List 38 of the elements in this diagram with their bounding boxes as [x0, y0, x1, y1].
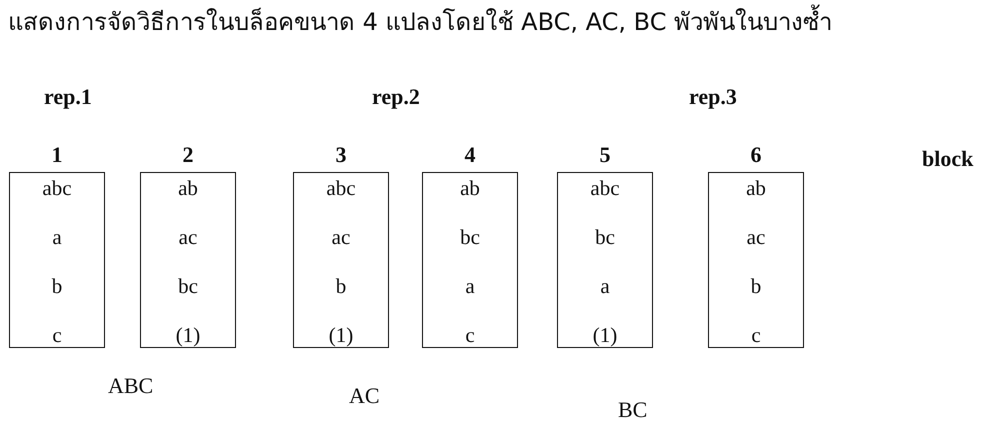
- treatment-label: bc: [459, 225, 481, 250]
- block-number: 2: [182, 142, 194, 168]
- treatment-label: (1): [174, 323, 202, 348]
- interaction-label: AC: [349, 383, 380, 409]
- treatment-label: a: [464, 274, 476, 299]
- treatment-label: ac: [746, 225, 766, 250]
- interaction-label: BC: [618, 397, 648, 423]
- treatment-label: ab: [459, 176, 481, 201]
- treatment-label: b: [334, 274, 348, 299]
- interaction-label: ABC: [108, 373, 154, 399]
- treatment-label: b: [750, 274, 762, 299]
- title: แสดงการจัดวิธีการในบล็อคขนาด 4 แปลงโดยใช้ ABC, AC, BC พัวพันในบางซ้ำ: [8, 2, 832, 41]
- rep-label: rep.2: [372, 84, 420, 110]
- treatment-label: (1): [328, 323, 354, 348]
- treatment-label: (1): [592, 323, 618, 348]
- treatment-label: c: [750, 323, 762, 348]
- block-number: 5: [598, 142, 612, 168]
- treatment-label: abc: [41, 176, 73, 201]
- treatment-label: ac: [178, 225, 198, 250]
- treatment-label: a: [599, 274, 611, 299]
- axis-label: block: [922, 146, 974, 172]
- treatment-label: ab: [177, 176, 199, 201]
- rep-label: rep.3: [689, 84, 737, 110]
- block-number: 1: [50, 142, 64, 168]
- treatment-label: bc: [594, 225, 616, 250]
- treatment-label: c: [51, 323, 63, 348]
- treatment-label: b: [50, 274, 64, 299]
- block-number: 6: [750, 142, 762, 168]
- block-number: 4: [464, 142, 476, 168]
- treatment-label: bc: [177, 274, 199, 299]
- rep-label: rep.1: [44, 84, 92, 110]
- treatment-label: ab: [745, 176, 767, 201]
- treatment-label: c: [464, 323, 476, 348]
- treatment-label: abc: [589, 176, 621, 201]
- block-number: 3: [334, 142, 348, 168]
- treatment-label: ac: [330, 225, 352, 250]
- treatment-label: a: [51, 225, 63, 250]
- treatment-label: abc: [325, 176, 357, 201]
